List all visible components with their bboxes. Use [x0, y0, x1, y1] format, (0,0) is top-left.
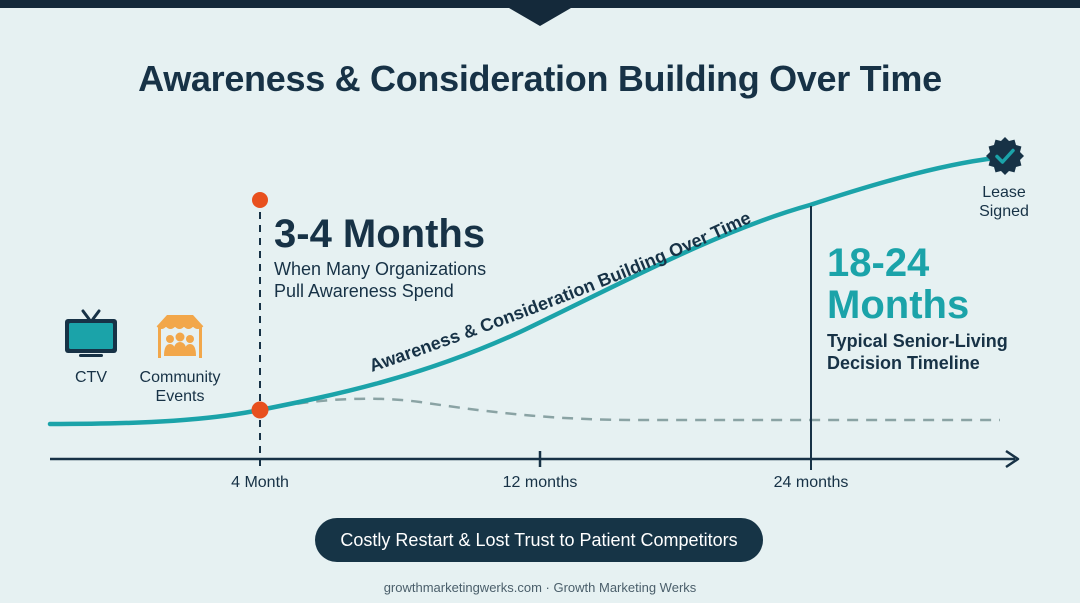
decision-timeline-line2: Decision Timeline [827, 353, 980, 373]
pulled-spend-dashed-curve [259, 397, 1000, 422]
spend-cut-line1: When Many Organizations [274, 259, 487, 279]
community-events-label: Community Events [130, 368, 230, 406]
top-banner-notch [509, 8, 571, 26]
ctv-label: CTV [75, 369, 107, 386]
spend-cut-line2: Pull Awareness Spend [274, 281, 454, 301]
top-banner-bar [0, 0, 1080, 8]
axis-tick-label-4: 4 Month [231, 474, 289, 491]
checkmark-badge-icon [986, 137, 1024, 175]
spend-cut-curve-dot [251, 401, 269, 419]
axis-tick-label-24: 24 months [774, 474, 849, 491]
spend-cut-headline: 3-4 Months [274, 212, 486, 256]
decision-timeline-callout: 18-24 Months Typical Senior-Living Decis… [827, 242, 1008, 374]
community-events-label-line1: Community [139, 369, 221, 386]
footer-credit: growthmarketingwerks.com · Growth Market… [383, 580, 697, 595]
decision-timeline-headline-line2: Months [827, 283, 970, 327]
tv-icon [65, 309, 117, 357]
decision-timeline-headline-line1: 18-24 [827, 241, 930, 285]
community-events-label-line2: Events [155, 388, 205, 405]
lease-signed-line2: Signed [979, 203, 1029, 220]
spend-cut-callout: 3-4 Months When Many Organizations Pull … [274, 212, 486, 302]
axis-tick-label-12: 12 months [503, 474, 578, 491]
spend-cut-top-dot [252, 192, 268, 208]
time-axis-arrowhead [1005, 449, 1020, 469]
decision-timeline-line1: Typical Senior-Living [827, 331, 1008, 351]
page-title: Awareness & Consideration Building Over … [138, 58, 942, 99]
restart-warning-pill: Costly Restart & Lost Trust to Patient C… [315, 518, 763, 562]
lease-signed-label: Lease Signed [964, 183, 1044, 221]
lease-signed-line1: Lease [982, 184, 1026, 201]
community-tent-icon [156, 315, 204, 358]
awareness-curve [47, 154, 1008, 427]
